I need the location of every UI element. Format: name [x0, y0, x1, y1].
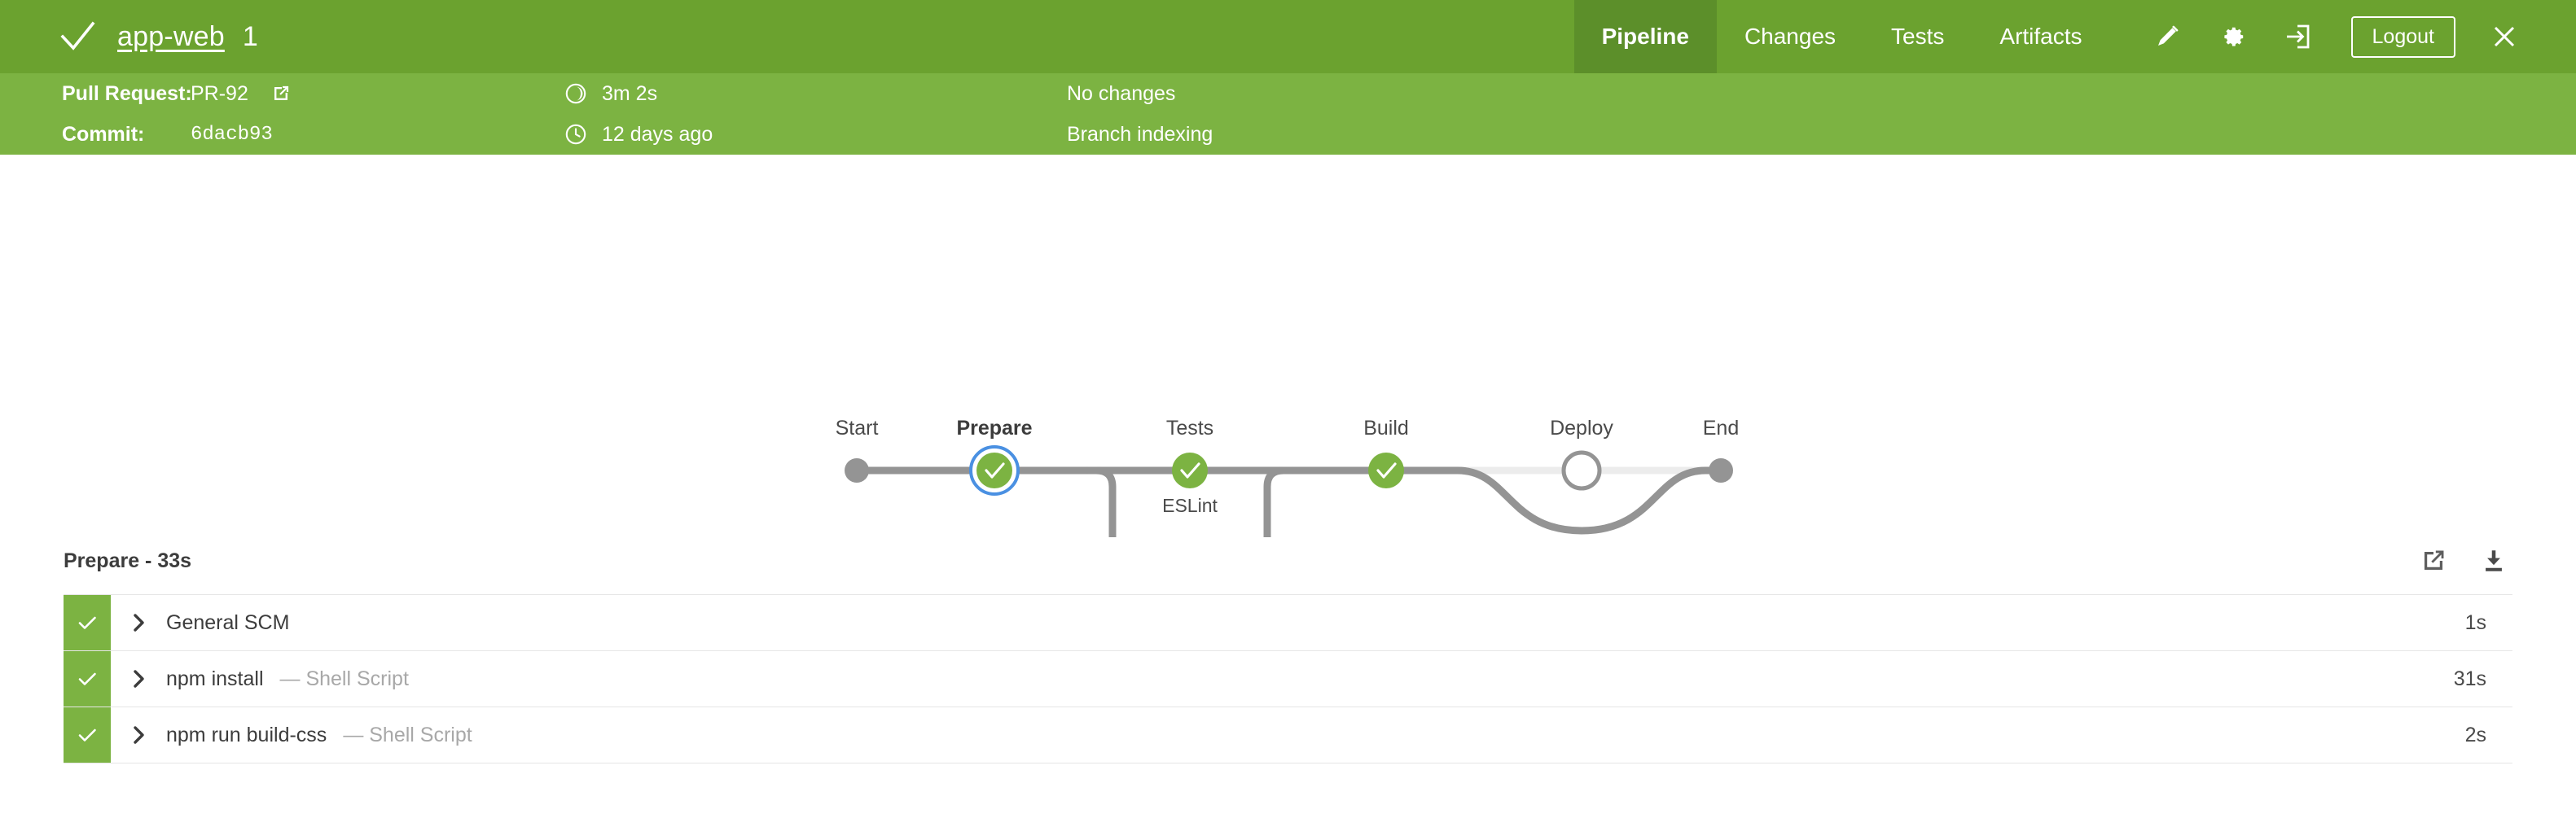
pipeline-label-end[interactable]: End [1702, 417, 1740, 440]
results-title: Prepare - 33s [64, 549, 192, 572]
step-row[interactable]: npm install — Shell Script 31s [64, 651, 2512, 707]
tab-changes[interactable]: Changes [1717, 0, 1863, 73]
gear-icon[interactable] [2211, 15, 2253, 58]
pipeline-node-eslint[interactable] [1172, 453, 1208, 488]
repo-name-link[interactable]: app-web [117, 20, 225, 52]
pipeline-label-tests[interactable]: Tests [1165, 417, 1214, 440]
run-number: 1 [242, 20, 258, 52]
header-tabs: Pipeline Changes Tests Artifacts [1573, 0, 2110, 73]
step-table: General SCM 1s npm install — Shell Scrip… [64, 594, 2512, 763]
pipeline-node-end[interactable] [1709, 458, 1733, 483]
commit-row: Commit: 6dacb93 [62, 114, 291, 155]
chevron-right-icon[interactable] [129, 612, 150, 633]
pull-request-label: Pull Request: [62, 81, 192, 105]
changes-text: No changes [1067, 81, 1176, 105]
logout-button[interactable]: Logout [2350, 15, 2455, 58]
cause-row: Branch indexing [1067, 114, 1213, 155]
duration-row: 3m 2s [564, 73, 713, 114]
login-icon[interactable] [2276, 15, 2319, 58]
tab-pipeline[interactable]: Pipeline [1573, 0, 1717, 73]
commit-value: 6dacb93 [191, 123, 273, 146]
cause-text: Branch indexing [1067, 122, 1213, 146]
step-name: General SCM [166, 610, 290, 634]
pipeline-node-deploy[interactable] [1561, 450, 1602, 491]
info-column-changes: No changes Branch indexing [1067, 73, 1213, 155]
logout-button-label: Logout [2372, 24, 2434, 48]
chevron-right-icon[interactable] [129, 668, 150, 689]
time-ago-row: 12 days ago [564, 114, 713, 155]
header-spacer [258, 0, 1574, 73]
pipeline-label-eslint[interactable]: ESLint [1162, 495, 1218, 516]
pipeline-node-prepare[interactable] [969, 445, 1020, 496]
duration-value: 3m 2s [602, 81, 658, 105]
step-main[interactable]: npm run build-css — Shell Script [111, 707, 2465, 763]
commit-label: Commit: [62, 122, 145, 146]
step-name: npm run build-css [166, 723, 327, 746]
top-header-bar: app-web 1 Pipeline Changes Tests Artifac… [0, 0, 2576, 73]
edit-pipeline-icon[interactable] [2146, 15, 2188, 58]
results-header: Prepare - 33s [64, 537, 2512, 584]
check-icon [59, 18, 96, 55]
step-status-success-icon [64, 595, 111, 650]
step-row[interactable]: General SCM 1s [64, 595, 2512, 651]
header-actions: Logout [2110, 0, 2576, 73]
open-log-external-icon[interactable] [2415, 542, 2452, 580]
step-status-success-icon [64, 707, 111, 763]
duration-icon [564, 81, 589, 106]
pipeline-label-start[interactable]: Start [835, 417, 879, 440]
changes-row: No changes [1067, 73, 1213, 114]
pipeline-edges [853, 466, 1725, 537]
pipeline-label-deploy[interactable]: Deploy [1550, 417, 1613, 440]
step-row[interactable]: npm run build-css — Shell Script 2s [64, 707, 2512, 763]
run-info-bar: Pull Request: PR-92 Commit: 6dacb93 [0, 73, 2576, 155]
pipeline-graph-svg [845, 445, 1733, 537]
external-link-icon[interactable] [271, 84, 291, 103]
step-main[interactable]: npm install — Shell Script [111, 651, 2454, 707]
tab-changes-label: Changes [1744, 24, 1837, 49]
pull-request-value: PR-92 [191, 81, 248, 105]
pipeline-label-build[interactable]: Build [1363, 417, 1409, 440]
step-name: npm install [166, 667, 264, 690]
close-icon[interactable] [2483, 15, 2526, 58]
clock-icon [564, 122, 589, 147]
pipeline-label-prepare[interactable]: Prepare [956, 417, 1033, 440]
time-ago-value: 12 days ago [602, 122, 713, 146]
pull-request-row: Pull Request: PR-92 [62, 73, 291, 114]
step-results-section: Prepare - 33s [0, 537, 2576, 763]
tab-tests-label: Tests [1891, 24, 1945, 49]
chevron-right-icon[interactable] [129, 724, 150, 746]
step-duration: 2s [2464, 723, 2486, 746]
tab-pipeline-label: Pipeline [1601, 24, 1689, 49]
tab-artifacts-label: Artifacts [1999, 24, 2082, 49]
step-duration: 1s [2464, 610, 2486, 634]
step-duration: 31s [2453, 667, 2486, 690]
download-log-icon[interactable] [2475, 542, 2512, 580]
step-status-success-icon [64, 651, 111, 707]
tab-artifacts[interactable]: Artifacts [1972, 0, 2109, 73]
step-type: — Shell Script [343, 723, 472, 746]
header-identity: app-web 1 [0, 0, 258, 73]
info-column-timing: 3m 2s 12 days ago [564, 73, 713, 155]
tab-tests[interactable]: Tests [1863, 0, 1972, 73]
info-column-source: Pull Request: PR-92 Commit: 6dacb93 [62, 73, 291, 155]
pipeline-node-start[interactable] [845, 458, 869, 483]
pipeline-node-build[interactable] [1368, 453, 1404, 488]
step-type: — Shell Script [279, 667, 409, 690]
pipeline-graph: Start Prepare Tests Build Deploy End ESL… [0, 155, 2576, 629]
step-main[interactable]: General SCM [111, 595, 2465, 650]
